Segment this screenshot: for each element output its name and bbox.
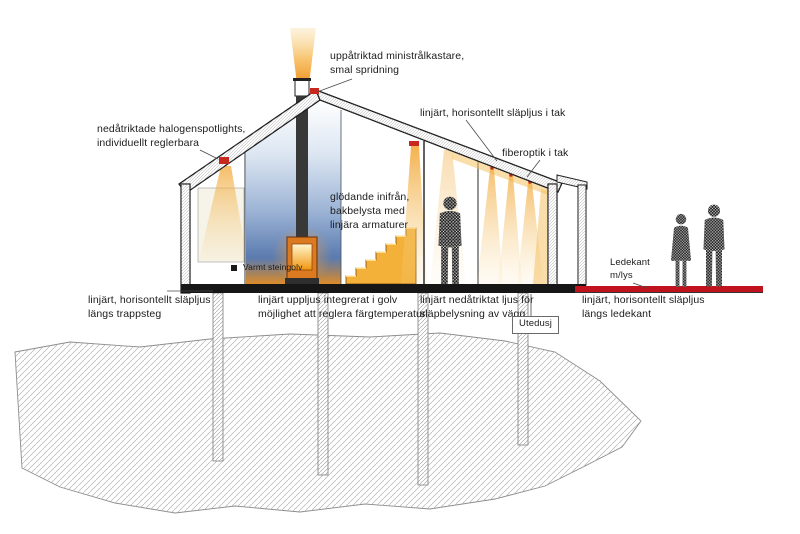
annotation-ledge-light: Ledekant m/lys (610, 257, 650, 281)
person-figure (703, 204, 725, 287)
uplight-fixture-icon (310, 88, 319, 94)
annotation-ledge-graze: linjärt, horisontellt släpljus längs led… (582, 294, 705, 320)
annotation-floor-uplight: linjärt uppljus integrerat i golv möjlig… (258, 294, 426, 320)
uplight-beam (290, 28, 316, 84)
chimney (294, 79, 310, 97)
annotation-warm-floor: Varmt steingolv (243, 262, 303, 272)
ledge-light-strip (575, 286, 763, 292)
light-cone (401, 146, 427, 284)
wall-wash-right (533, 189, 548, 284)
fireplace-base (285, 278, 319, 284)
foundation-piles (212, 292, 529, 486)
stove-pipe (296, 96, 308, 237)
fireplace-glass (291, 243, 313, 271)
light-cone (498, 176, 522, 284)
leader-lines (167, 78, 648, 316)
person-figure (670, 213, 692, 287)
annotation-uplight-spot: uppåtriktad ministrålkastare, smal sprid… (330, 50, 465, 76)
halogen-spot-icon (219, 157, 229, 164)
floor-marker-icon (231, 265, 237, 271)
light-cone (477, 169, 503, 284)
chimney-cap (293, 78, 311, 81)
annotation-halogen-spots: nedåtriktade halogenspotlights, individu… (97, 123, 246, 149)
floor-slab (181, 284, 586, 293)
annotation-fiber-optic: fiberoptik i tak (502, 147, 569, 159)
wallwash-fixture-icon (409, 141, 419, 146)
foundation-pile (212, 292, 224, 462)
building-shell (178, 88, 588, 294)
light-cone (199, 166, 247, 260)
annotation-stair-graze: linjärt, horisontellt släpljus längs tra… (88, 294, 211, 320)
annotation-wall-wash: linjärt nedåtriktat ljus för släpbelysni… (420, 294, 534, 320)
foundation-pile (417, 292, 429, 486)
annotation-ceiling-graze: linjärt, horisontellt släpljus i tak (420, 107, 566, 119)
ceiling-graze-wash (452, 151, 548, 195)
annotation-outdoor-shower: Utedusj (512, 316, 559, 334)
annotation-inner-glow: glödande inifrån, bakbelysta med linjära… (330, 191, 410, 231)
stair-tread-highlights (346, 227, 416, 277)
